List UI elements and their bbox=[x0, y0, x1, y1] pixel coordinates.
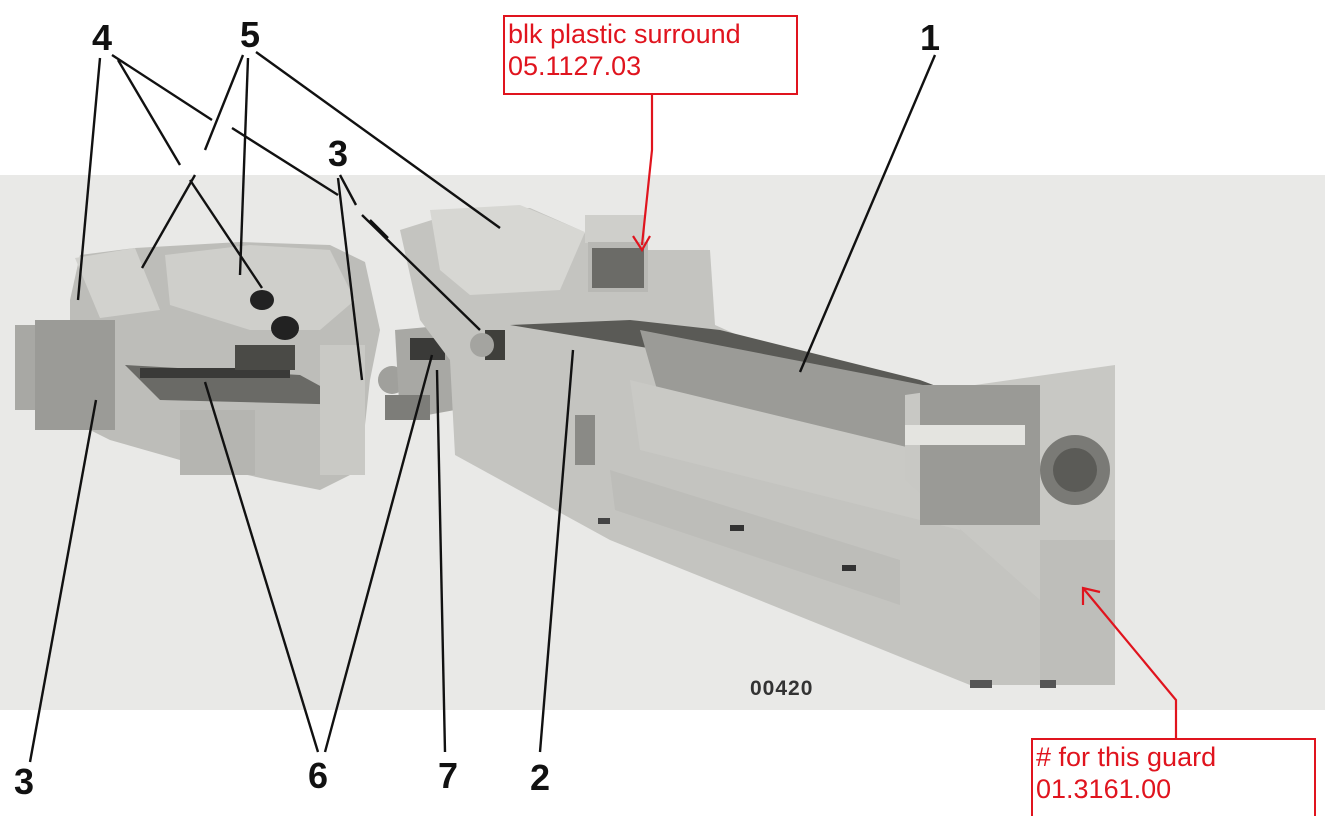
callout-guard-part-number: # for this guard 01.3161.00 bbox=[1031, 738, 1316, 816]
callout-blk-plastic-surround: blk plastic surround 05.1127.03 bbox=[503, 15, 798, 95]
callout-top-line-2: 05.1127.03 bbox=[508, 51, 642, 81]
label-3-left: 3 bbox=[14, 761, 35, 802]
label-4: 4 bbox=[92, 17, 113, 58]
top-callout-arrow-head bbox=[632, 235, 651, 253]
label-1: 1 bbox=[920, 17, 941, 58]
label-6: 6 bbox=[308, 755, 329, 796]
top-callout-arrow-line bbox=[640, 94, 654, 246]
guard-callout-arrow-head bbox=[1081, 586, 1101, 605]
leader-lines bbox=[28, 51, 937, 763]
label-7: 7 bbox=[438, 755, 459, 796]
label-3-middle: 3 bbox=[328, 133, 349, 174]
label-5: 5 bbox=[240, 14, 261, 55]
connector-module bbox=[385, 325, 455, 420]
main-folding-machine bbox=[400, 205, 1115, 688]
left-folding-unit bbox=[15, 242, 406, 490]
callout-guard-line-1: # for this guard bbox=[1036, 742, 1217, 772]
callout-guard-line-2: 01.3161.00 bbox=[1036, 774, 1172, 804]
image-code: 00420 bbox=[750, 677, 814, 700]
label-2: 2 bbox=[530, 757, 551, 798]
callout-top-line-1: blk plastic surround bbox=[508, 19, 741, 49]
